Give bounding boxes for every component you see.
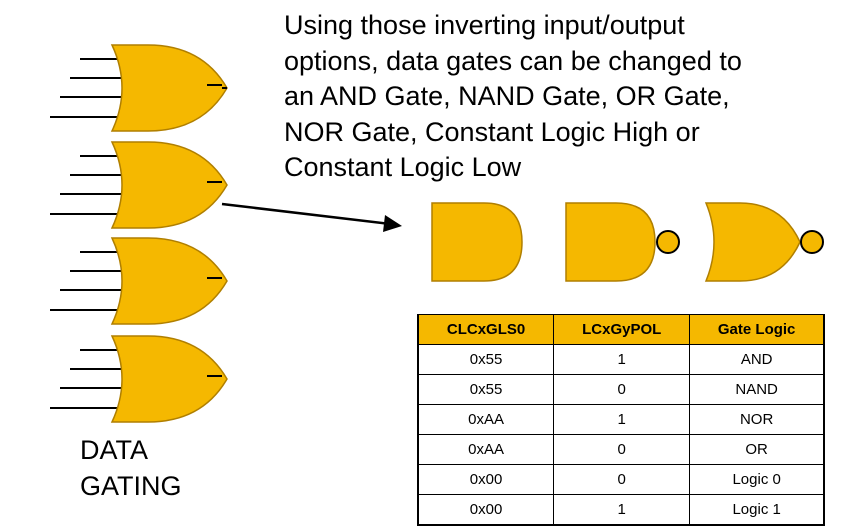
caption-line: options, data gates can be changed to [284, 45, 742, 76]
data-gate-4 [50, 335, 228, 423]
table-row: 0xAA 0 OR [417, 434, 826, 465]
column-header: LCxGyPOL [553, 314, 691, 345]
table-cell: 1 [553, 494, 691, 526]
label-line: GATING [80, 471, 182, 501]
column-header: Gate Logic [689, 314, 826, 345]
table-cell: OR [689, 434, 826, 465]
data-gate-3 [50, 237, 228, 325]
and-gate-symbol [431, 202, 523, 282]
table-cell: 0xAA [417, 404, 555, 435]
data-gate-2 [50, 141, 228, 229]
table-cell: Logic 1 [689, 494, 826, 526]
table-row: 0x00 0 Logic 0 [417, 464, 826, 495]
gate-logic-table: CLCxGLS0 LCxGyPOL Gate Logic 0x55 1 AND … [417, 314, 826, 526]
label-line: DATA [80, 435, 149, 465]
table-cell: 0 [553, 464, 691, 495]
nand-gate-symbol [565, 202, 680, 282]
table-row: 0xAA 1 NOR [417, 404, 826, 435]
table-cell: 0x55 [417, 374, 555, 405]
nor-gate-symbol [704, 202, 824, 282]
table-row: 0x55 1 AND [417, 344, 826, 375]
table-cell: AND [689, 344, 826, 375]
caption-line: Using those inverting input/output [284, 10, 685, 40]
table-cell: 0x00 [417, 494, 555, 526]
table-cell: 0xAA [417, 434, 555, 465]
pointer-arrow [221, 202, 402, 232]
table-header-row: CLCxGLS0 LCxGyPOL Gate Logic [417, 314, 826, 345]
table-cell: 0 [553, 374, 691, 405]
table-row: 0x00 1 Logic 1 [417, 494, 826, 526]
data-gating-label: DATA GATING [80, 432, 182, 504]
data-gate-1 [50, 44, 228, 132]
table-cell: NOR [689, 404, 826, 435]
table-cell: 0x55 [417, 344, 555, 375]
table-cell: NAND [689, 374, 826, 405]
caption-line: Constant Logic Low [284, 152, 522, 182]
table-row: 0x55 0 NAND [417, 374, 826, 405]
table-cell: 0x00 [417, 464, 555, 495]
table-cell: 1 [553, 404, 691, 435]
caption-line: NOR Gate, Constant Logic High or [284, 116, 700, 147]
table-cell: Logic 0 [689, 464, 826, 495]
column-header: CLCxGLS0 [417, 314, 555, 345]
table-cell: 0 [553, 434, 691, 465]
table-cell: 1 [553, 344, 691, 375]
caption-text: Using those inverting input/output optio… [284, 8, 824, 186]
caption-line: an AND Gate, NAND Gate, OR Gate, [284, 81, 730, 111]
